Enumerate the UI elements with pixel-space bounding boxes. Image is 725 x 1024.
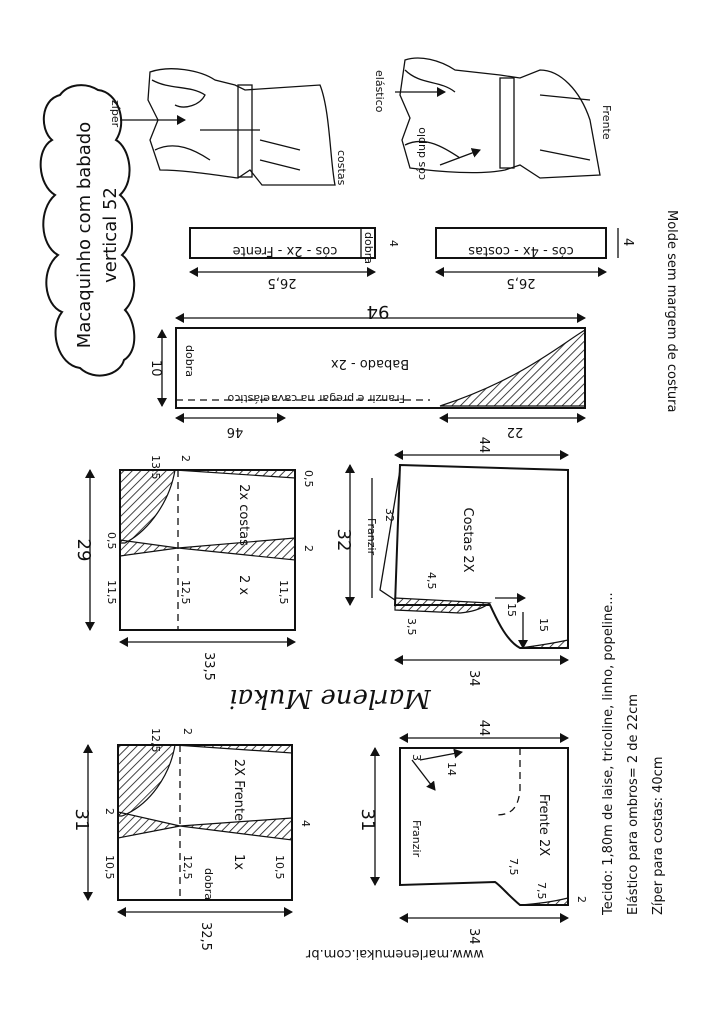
waistband-front-label: cós - 2x - Frente — [233, 243, 338, 258]
ruffle-pleat: Franzir e pregar na cava — [271, 392, 405, 405]
bodice-back-label-bottom: 2 x — [236, 575, 251, 595]
front-sketch-waist: cós duplo — [415, 127, 428, 180]
bodice-front-height: 31 — [71, 809, 92, 832]
title-line-2: vertical 52 — [100, 187, 121, 283]
bodice-front-4: 4 — [299, 820, 312, 827]
ruffle-piece: 94 Babado - 2x Franzir e pregar na cava … — [148, 301, 586, 439]
shorts-back-15-b: 15 — [537, 618, 550, 632]
bodice-back-height: 29 — [73, 539, 94, 562]
title-line-1: Macaquinho com babado — [74, 122, 95, 348]
shorts-back-label: Costas 2X — [460, 508, 475, 573]
bodice-front-label-top: 2X Frente — [231, 759, 246, 821]
elastic-text: Elástico para ombros= 2 de 22cm — [626, 694, 641, 915]
shorts-back-width-bottom: 34 — [466, 670, 481, 687]
bodice-front-fold: dobra — [202, 868, 215, 900]
bodice-back-125: 12,5 — [179, 580, 192, 605]
waistband-front: cós - 2x - Frente dobra 26,5 4 — [189, 227, 400, 290]
bodice-back-piece: 2x costas 2 x 29 33,5 13,5 2 0,5 0,5 2 1… — [73, 455, 315, 681]
fabric-text: Tecido: 1,80m de laise, tricoline, linho… — [601, 592, 616, 916]
front-sketch-elastic: elástico — [373, 70, 386, 113]
shorts-front-14: 14 — [445, 762, 458, 776]
back-sketch-zipper: zíper — [109, 100, 122, 128]
ruffle-elastic: elástico — [227, 392, 270, 405]
shorts-front-gather: Franzir — [410, 820, 423, 858]
shorts-front-width-top: 44 — [476, 720, 491, 737]
waistband-front-width: 26,5 — [268, 275, 297, 290]
back-sketch-label: costas — [335, 150, 348, 186]
ruffle-length: 94 — [367, 301, 390, 322]
bodice-front-label-bottom: 1x — [231, 854, 246, 870]
shorts-back-width-top: 44 — [476, 437, 491, 454]
title-cloud: Macaquinho com babado vertical 52 — [39, 84, 136, 377]
bodice-back-05-right: 0,5 — [302, 470, 315, 488]
shorts-front-height: 31 — [357, 809, 378, 832]
zipper-text: Zíper para costas: 40cm — [651, 757, 666, 915]
ruffle-fold: dobra — [183, 345, 196, 377]
bodice-front-2-left: 2 — [103, 808, 116, 815]
shorts-front-75-b: 7,5 — [535, 882, 548, 900]
shorts-back-15-a: 15 — [505, 603, 518, 617]
shorts-front-piece: 44 3 14 Franzir Frente 2X 31 7,5 7,5 2 3… — [357, 720, 588, 945]
bodice-back-135: 13,5 — [149, 455, 162, 480]
waistband-back-width: 26,5 — [507, 275, 536, 290]
shorts-back-35: 3,5 — [405, 618, 418, 636]
waistband-back: cós - 4x - costas 26,5 4 — [435, 227, 635, 290]
signature: Marlene Mukai — [229, 683, 432, 713]
ruffle-22: 22 — [507, 424, 524, 439]
shorts-back-gather: Franzir — [365, 518, 378, 556]
shorts-front-2: 2 — [575, 896, 588, 903]
bodice-back-05-left: 0,5 — [105, 532, 118, 550]
ruffle-height: 10 — [148, 360, 163, 377]
shorts-front-75-a: 7,5 — [507, 858, 520, 876]
bodice-front-125-bottom: 12,5 — [181, 855, 194, 880]
waistband-back-label: cós - 4x - costas — [468, 243, 574, 258]
ruffle-46: 46 — [227, 424, 244, 439]
shorts-back-height: 32 — [333, 529, 354, 552]
bodice-front-125-top: 12,5 — [149, 728, 162, 753]
bodice-back-115-right: 11,5 — [277, 580, 290, 605]
bodice-back-label-top: 2x costas — [236, 484, 251, 546]
bodice-front-width: 32,5 — [198, 922, 213, 951]
waistband-front-height: 4 — [387, 240, 400, 247]
waistband-front-fold: dobra — [362, 232, 375, 264]
ruffle-label: Babado - 2x — [331, 356, 410, 371]
shorts-front-width-bottom: 34 — [466, 928, 481, 945]
bodice-back-2-right: 2 — [302, 545, 315, 552]
shorts-front-label: Frente 2X — [536, 794, 551, 856]
website-url: www.marlenemukai.com.br — [305, 946, 484, 961]
bodice-front-105-left: 10,5 — [103, 855, 116, 880]
front-sketch-label: Frente — [600, 105, 613, 140]
shorts-front-3: 3 — [410, 754, 423, 761]
bodice-front-2-top: 2 — [181, 728, 194, 735]
shorts-back-32: 32 — [383, 508, 396, 522]
bodice-back-115-left: 11,5 — [105, 580, 118, 605]
back-sketch: costas zíper — [109, 68, 348, 186]
front-sketch: Frente elástico cós duplo — [373, 57, 613, 180]
bodice-back-width: 33,5 — [201, 652, 216, 681]
materials-list: Tecido: 1,80m de laise, tricoline, linho… — [601, 592, 666, 916]
bodice-front-105-right: 10,5 — [273, 855, 286, 880]
bodice-back-2: 2 — [179, 455, 192, 462]
shorts-back-piece: 44 Franzir Costas 2X 32 32 4,5 3,5 15 15… — [333, 437, 569, 687]
seam-allowance-note: Molde sem margem de costura — [664, 210, 679, 412]
waistband-back-height: 4 — [620, 238, 635, 246]
bodice-front-piece: 2X Frente 1x dobra 31 32,5 12,5 2 2 4 10… — [71, 728, 312, 951]
shorts-back-45: 4,5 — [425, 572, 438, 590]
